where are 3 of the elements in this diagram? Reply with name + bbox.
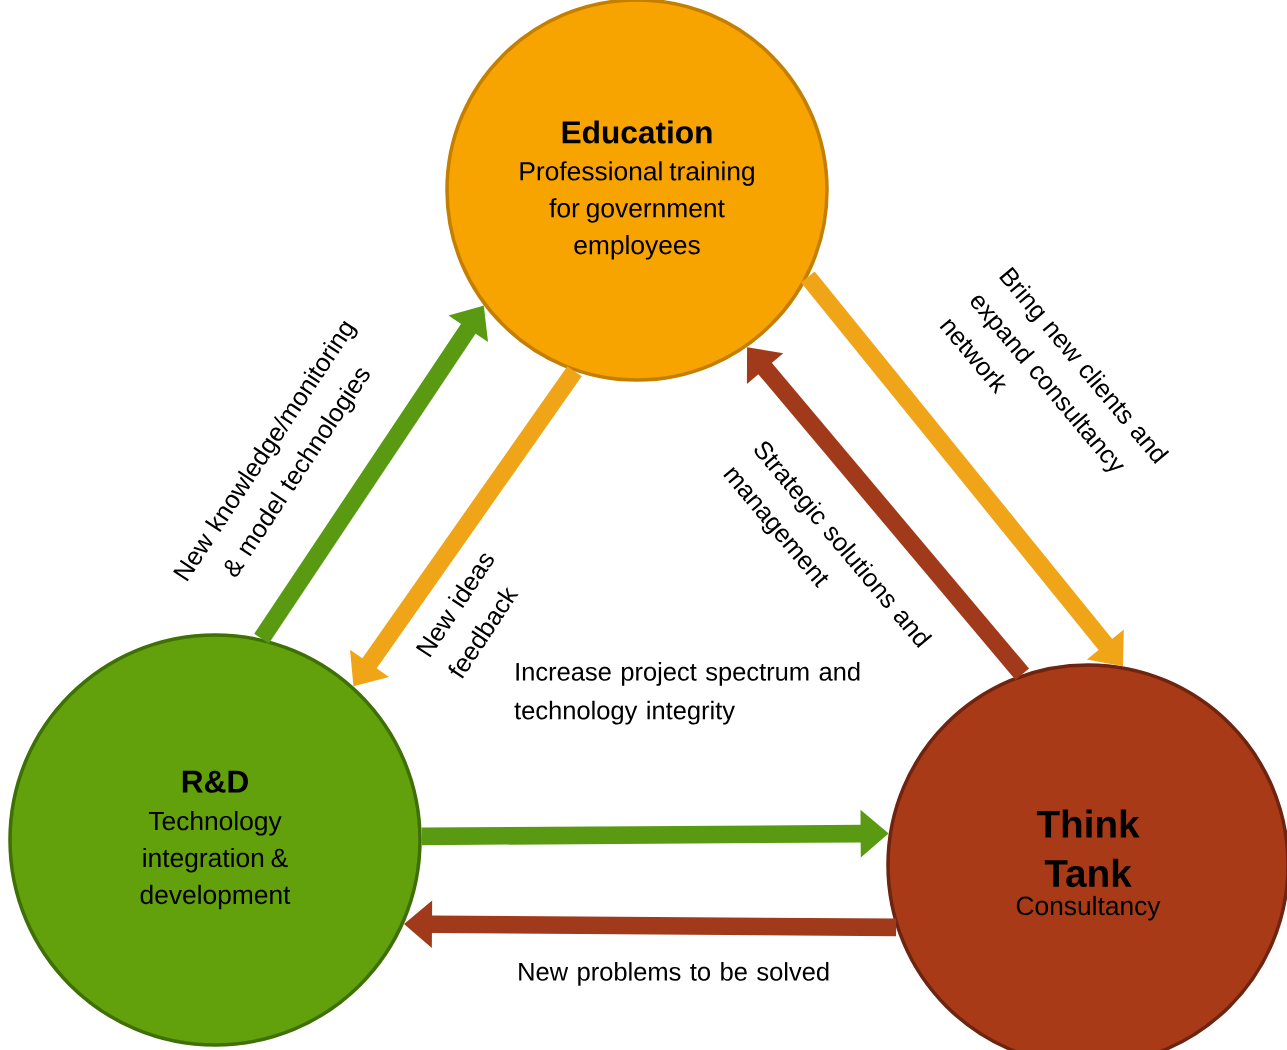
edge-label: New problems to be solved — [519, 962, 829, 986]
circle-node: Think Tank Consultancy — [886, 663, 1287, 1050]
arrow — [746, 347, 1030, 680]
